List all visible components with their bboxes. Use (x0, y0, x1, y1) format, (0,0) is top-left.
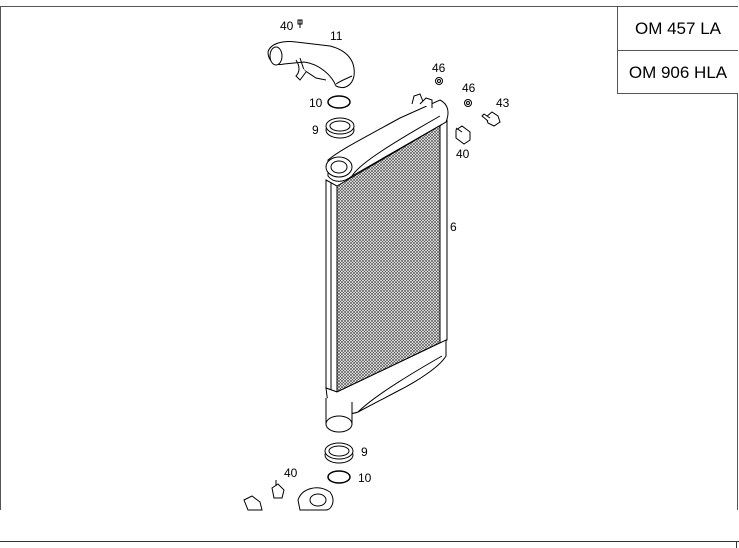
intercooler-bottom-outlet (325, 415, 353, 433)
frame-left-edge (0, 6, 1, 510)
nut-icon[interactable] (435, 77, 472, 107)
drawing-frame (0, 6, 738, 510)
bolt-43-icon[interactable] (481, 111, 501, 127)
callout-46-a: 46 (432, 61, 446, 75)
callout-10-bottom: 10 (358, 471, 372, 485)
callout-9-bottom: 9 (361, 445, 368, 459)
callout-9-top: 9 (312, 123, 319, 137)
engine-variant-table: OM 457 LA OM 906 HLA (617, 7, 738, 94)
callout-6: 6 (450, 220, 457, 234)
callout-46-b: 46 (462, 81, 476, 95)
o-ring-bottom[interactable] (327, 470, 351, 484)
hose-clamp-bottom[interactable] (324, 442, 354, 464)
callout-40-right: 40 (456, 147, 470, 161)
bottom-rule (0, 541, 739, 542)
o-ring-top[interactable] (327, 95, 351, 109)
callout-40-bottom: 40 (284, 466, 298, 480)
intercooler[interactable] (325, 93, 449, 433)
variant-om-906-hla[interactable]: OM 906 HLA (618, 50, 738, 94)
intercooler-top-tank (327, 99, 449, 182)
screw-icon (297, 19, 303, 28)
callout-40-top: 40 (280, 19, 294, 33)
callout-11: 11 (330, 29, 343, 43)
callout-43: 43 (496, 96, 510, 110)
hose-clamp-top[interactable] (325, 117, 355, 139)
charge-air-hose[interactable] (267, 41, 355, 89)
bottom-fittings[interactable] (243, 480, 334, 511)
variant-om-457-la[interactable]: OM 457 LA (635, 19, 721, 38)
callout-10-top: 10 (309, 96, 323, 110)
bolt-40-icon[interactable] (455, 125, 471, 145)
bottom-tick (736, 541, 737, 548)
